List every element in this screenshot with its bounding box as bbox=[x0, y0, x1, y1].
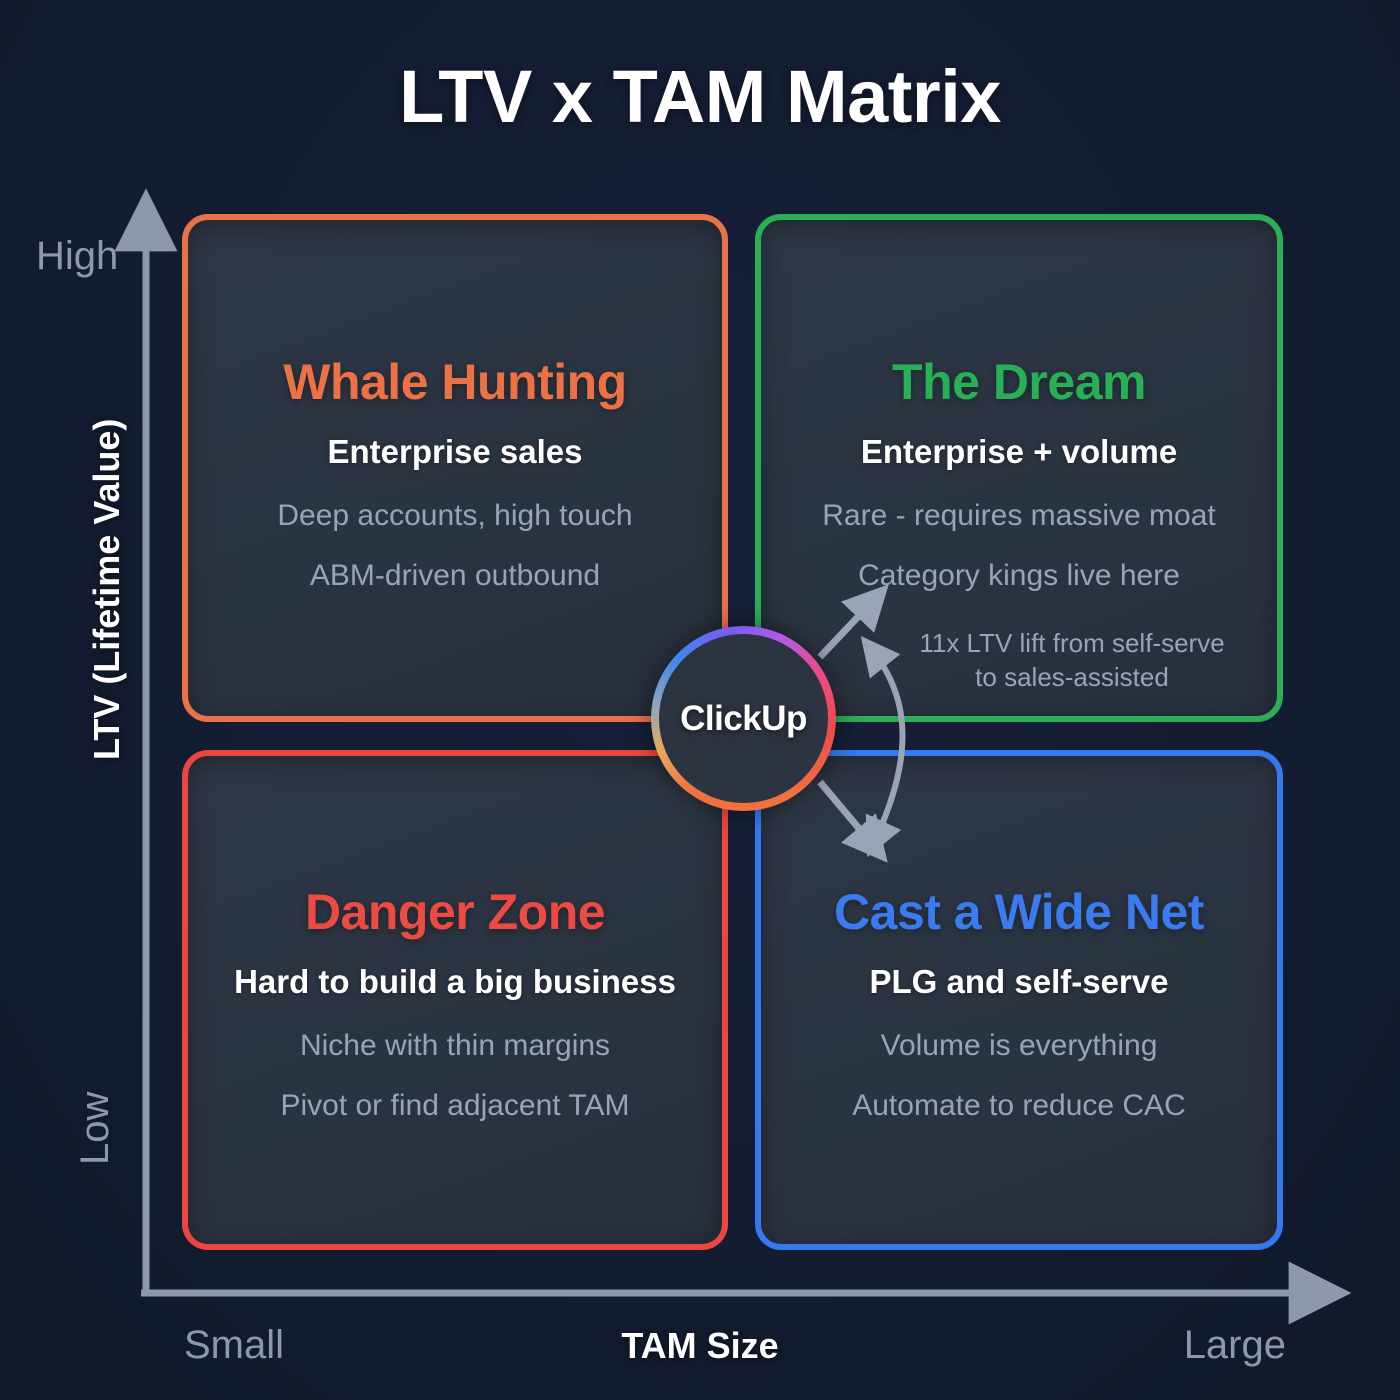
quadrant-detail-2: ABM-driven outbound bbox=[309, 559, 601, 592]
clickup-badge-inner: ClickUp bbox=[659, 634, 828, 803]
quadrant-detail-2: Automate to reduce CAC bbox=[852, 1089, 1186, 1122]
quadrant-title: Danger Zone bbox=[304, 884, 606, 940]
annotation-line-1: 11x LTV lift from self-serve bbox=[919, 628, 1225, 658]
quadrant-whale-hunting[interactable]: Whale Hunting Enterprise sales Deep acco… bbox=[182, 214, 728, 722]
quadrant-subtitle: Enterprise sales bbox=[327, 433, 583, 470]
quadrant-title: Whale Hunting bbox=[283, 354, 627, 410]
quadrant-subtitle: PLG and self-serve bbox=[869, 963, 1169, 1000]
quadrant-danger-zone[interactable]: Danger Zone Hard to build a big business… bbox=[182, 750, 728, 1250]
annotation-line-2: to sales-assisted bbox=[975, 662, 1169, 693]
page-title: LTV x TAM Matrix bbox=[399, 55, 1001, 138]
x-axis-small-label: Small bbox=[184, 1323, 285, 1367]
quadrant-subtitle: Enterprise + volume bbox=[860, 433, 1178, 470]
y-axis-high-label: High bbox=[36, 234, 119, 278]
quadrant-detail-1: Rare - requires massive moat bbox=[822, 499, 1216, 532]
clickup-badge[interactable]: ClickUp bbox=[651, 626, 836, 811]
quadrant-detail-2: Category kings live here bbox=[858, 559, 1180, 592]
quadrant-detail-1: Volume is everything bbox=[880, 1029, 1158, 1062]
quadrant-detail-1: Deep accounts, high touch bbox=[277, 499, 633, 532]
annotation-ltv-lift: 11x LTV lift from self-serve to sales-as… bbox=[880, 626, 1264, 695]
quadrant-title: The Dream bbox=[892, 354, 1146, 410]
quadrant-title: Cast a Wide Net bbox=[834, 884, 1204, 940]
quadrant-detail-2: Pivot or find adjacent TAM bbox=[280, 1089, 630, 1122]
quadrant-detail-1: Niche with thin margins bbox=[299, 1029, 611, 1062]
y-axis-low-label: Low bbox=[73, 1091, 117, 1165]
x-axis-title: TAM Size bbox=[621, 1325, 779, 1366]
quadrant-subtitle: Hard to build a big business bbox=[234, 963, 676, 1000]
y-axis-title: LTV (Lifetime Value) bbox=[86, 418, 127, 760]
x-axis-large-label: Large bbox=[1183, 1323, 1286, 1367]
clickup-badge-label: ClickUp bbox=[680, 698, 807, 738]
quadrant-cast-a-wide-net[interactable]: Cast a Wide Net PLG and self-serve Volum… bbox=[755, 750, 1283, 1250]
